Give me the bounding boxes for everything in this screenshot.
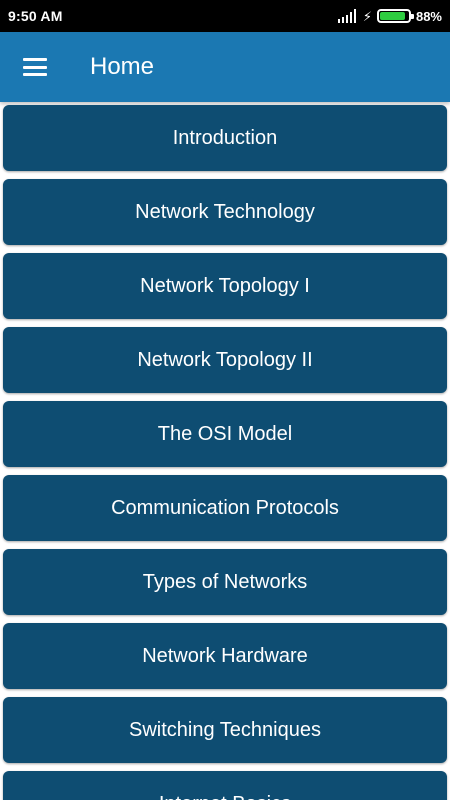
topic-button[interactable]: Network Topology II — [3, 327, 447, 393]
topic-button[interactable]: Switching Techniques — [3, 697, 447, 763]
topic-button[interactable]: Network Hardware — [3, 623, 447, 689]
battery-percent: 88% — [415, 8, 442, 24]
status-time: 9:50 AM — [8, 8, 63, 24]
charging-bolt-icon: ⚡ — [362, 8, 372, 24]
topic-button[interactable]: Communication Protocols — [3, 475, 447, 541]
signal-icon — [337, 9, 358, 23]
topic-button[interactable]: Network Topology I — [3, 253, 447, 319]
page-title: Home — [90, 53, 155, 80]
topic-button[interactable]: The OSI Model — [3, 401, 447, 467]
battery-fill — [379, 12, 405, 20]
topic-button[interactable]: Network Technology — [3, 179, 447, 245]
hamburger-menu-icon[interactable] — [0, 32, 70, 102]
topic-button[interactable]: Types of Networks — [3, 549, 447, 615]
app-bar: Home — [0, 32, 450, 102]
status-bar: 9:50 AM ⚡ 88% — [0, 0, 450, 32]
status-icons: ⚡ 88% — [337, 8, 442, 24]
topic-button[interactable]: Introduction — [3, 105, 447, 171]
battery-icon — [376, 9, 414, 23]
topic-button[interactable]: Internet Basics — [3, 771, 447, 800]
